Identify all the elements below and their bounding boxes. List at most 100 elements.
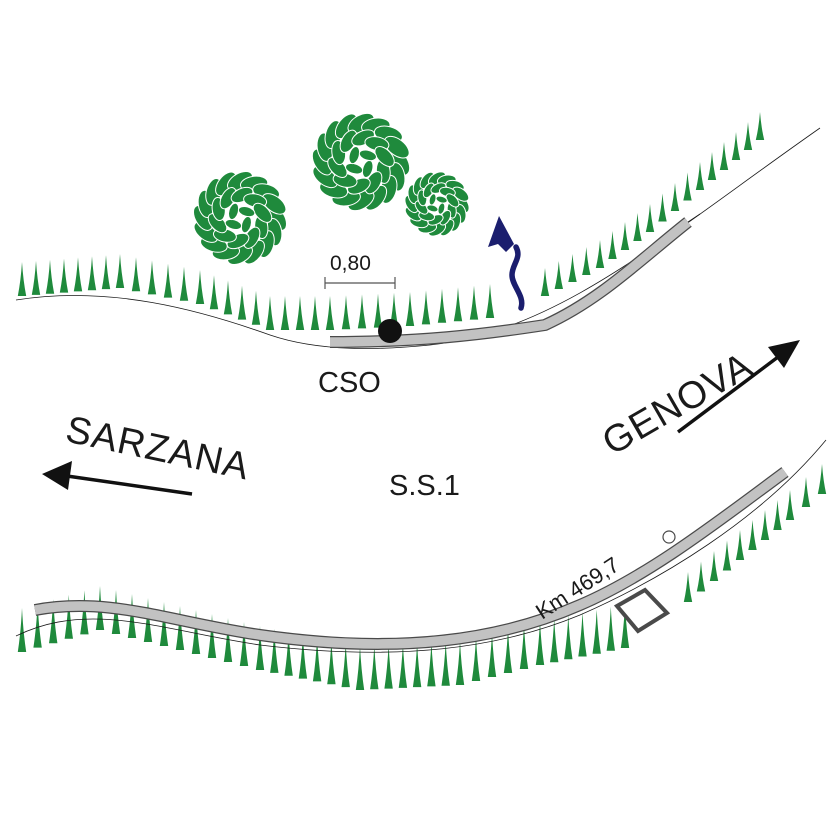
grass-tuft-icon <box>265 296 275 330</box>
grass-tuft-icon <box>550 618 559 663</box>
cso-label: CSO <box>318 367 381 399</box>
lower-road-edge <box>15 439 827 653</box>
drain-inlet <box>613 587 671 634</box>
grass-tuft-icon <box>131 257 141 292</box>
grass-tuft-icon <box>251 290 261 325</box>
lower-shoulder-fill <box>34 468 788 649</box>
grass-tuft-icon <box>554 261 563 289</box>
grass-tuft-icon <box>295 296 305 330</box>
grass-tuft-icon <box>341 295 351 330</box>
tree-layer <box>193 112 470 265</box>
grass-tuft-icon <box>284 631 293 676</box>
upper-road-edge <box>15 127 821 349</box>
grass-tuft-icon <box>373 293 383 328</box>
grass-tuft-icon <box>503 629 513 673</box>
grass-tuft-icon <box>31 260 41 295</box>
upper-shoulder-end <box>687 213 701 223</box>
grass-tuft-icon <box>384 644 393 689</box>
grass-tuft-icon <box>33 603 42 648</box>
grass-tuft-icon <box>485 284 495 318</box>
grass-tuft-icon <box>223 280 233 315</box>
grass-tuft-icon <box>341 643 350 688</box>
grass-tuft-icon <box>179 266 189 301</box>
grass-tuft-icon <box>670 183 680 211</box>
tree-canopy-icon <box>404 171 470 237</box>
grass-tuft-icon <box>437 288 447 323</box>
grass-tuft-icon <box>175 606 185 650</box>
grass-tuft-icon <box>760 510 770 540</box>
grass-tuft-icon <box>608 231 617 259</box>
grass-tuft-icon <box>683 172 692 201</box>
grass-tuft-icon <box>355 646 365 690</box>
grass-tuft-icon <box>310 296 320 330</box>
grass-tuft-icon <box>49 599 58 644</box>
grass-tuft-icon <box>519 625 529 669</box>
grass-tuft-icon <box>719 142 729 170</box>
grass-tuft-icon <box>707 152 717 180</box>
grass-tuft-icon <box>722 540 732 571</box>
grass-tuft-icon <box>59 258 69 293</box>
grass-tuft-icon <box>421 290 431 325</box>
grass-tuft-icon <box>731 132 741 160</box>
grass-tuft-icon <box>101 255 111 290</box>
grass-tuft-icon <box>327 640 336 685</box>
grass-tuft-icon <box>578 612 587 657</box>
grass-tuft-icon <box>398 643 408 688</box>
measure-label: 0,80 <box>330 252 371 275</box>
grass-tuft-icon <box>755 112 765 140</box>
grass-tuft-icon <box>147 260 157 295</box>
grass-tuft-icon <box>159 602 169 646</box>
genova-arrow-icon <box>676 340 800 434</box>
vegetation-layer <box>17 112 827 690</box>
wavy-arrow-icon <box>488 216 525 311</box>
grass-tuft-icon <box>255 626 265 670</box>
grass-tuft-icon <box>64 594 73 639</box>
grass-tuft-icon <box>405 292 415 326</box>
tree-canopy-icon <box>311 112 411 212</box>
grass-tuft-icon <box>620 222 630 250</box>
tree-canopy-icon <box>193 171 287 265</box>
grass-tuft-icon <box>748 520 757 550</box>
grass-tuft-icon <box>564 615 573 660</box>
grass-tuft-icon <box>195 270 205 304</box>
grass-tuft-icon <box>633 213 642 241</box>
grass-tuft-icon <box>817 464 827 494</box>
grass-tuft-icon <box>582 247 591 275</box>
grass-tuft-icon <box>620 604 630 648</box>
grass-tuft-icon <box>270 628 279 673</box>
grass-tuft-icon <box>441 641 450 686</box>
grass-tuft-icon <box>592 609 601 654</box>
grass-tuft-icon <box>735 530 745 560</box>
road-name-label: S.S.1 <box>389 470 460 502</box>
grass-tuft-icon <box>695 162 705 190</box>
grass-tuft-icon <box>325 296 335 330</box>
grass-tuft-icon <box>115 254 125 288</box>
grass-tuft-icon <box>696 561 706 592</box>
grass-tuft-icon <box>87 256 97 291</box>
grass-tuft-icon <box>370 645 379 690</box>
sarzana-label: SARZANA <box>62 409 253 489</box>
grass-tuft-icon <box>239 622 249 666</box>
grass-tuft-icon <box>455 641 465 685</box>
grass-tuft-icon <box>17 608 27 652</box>
hollow-circle-icon <box>662 530 676 544</box>
grass-tuft-icon <box>645 204 655 232</box>
grass-tuft-icon <box>298 634 308 679</box>
grass-tuft-icon <box>427 642 436 687</box>
grass-tuft-icon <box>45 259 55 294</box>
grass-tuft-icon <box>209 275 219 310</box>
grass-tuft-icon <box>471 637 481 681</box>
grass-tuft-icon <box>487 633 497 677</box>
genova-label: GENOVA <box>596 345 761 464</box>
sarzana-arrow-icon <box>42 461 193 496</box>
grass-tuft-icon <box>163 263 173 298</box>
grass-tuft-icon <box>17 262 27 296</box>
grass-tuft-icon <box>237 285 247 320</box>
grass-tuft-icon <box>606 606 615 651</box>
grass-tuft-icon <box>207 614 217 658</box>
grass-tuft-icon <box>453 287 463 322</box>
grass-tuft-icon <box>143 598 153 642</box>
grass-tuft-icon <box>312 637 322 682</box>
filled-circle-icon <box>378 319 402 343</box>
